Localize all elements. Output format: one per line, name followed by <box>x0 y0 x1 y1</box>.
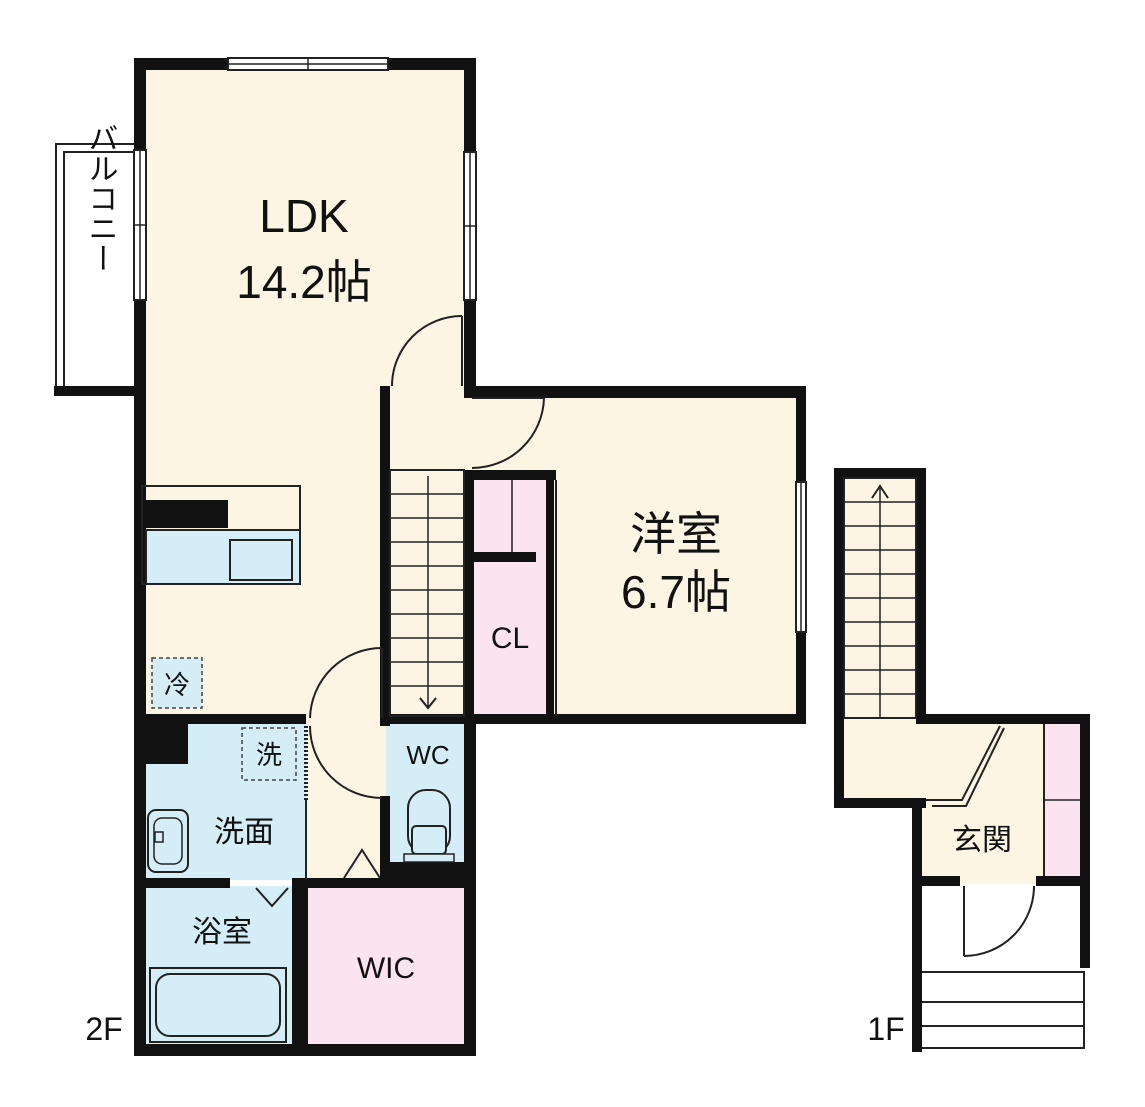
door-senmen <box>309 725 383 799</box>
yokushitsu-label: 浴室 <box>192 916 252 949</box>
stair-1f <box>843 477 917 719</box>
door-ldk-hall <box>391 315 463 387</box>
balcony-outline <box>55 143 134 386</box>
wic-label: WIC <box>357 952 415 985</box>
floor-1-label: 1F <box>867 1011 904 1047</box>
stair-2f <box>389 469 465 717</box>
youshitsu-name: 洋室 <box>630 508 722 560</box>
floor-2-label: 2F <box>85 1011 122 1047</box>
door-hall-ldk <box>309 647 383 719</box>
closet-label: CL <box>491 622 529 655</box>
stair-2f-floor <box>386 392 468 719</box>
door-wic <box>343 848 381 879</box>
genkan-label: 玄関 <box>952 824 1012 857</box>
ldk-name: LDK <box>259 190 349 242</box>
door-entrance <box>963 885 1035 957</box>
senmen-label: 洗面 <box>214 816 274 849</box>
floor-2-details <box>55 57 807 1043</box>
floor-2-walls <box>54 58 806 1056</box>
balcony-label: バルコニー <box>84 123 117 273</box>
ldk-size: 14.2帖 <box>236 256 372 308</box>
washer-space <box>241 727 297 781</box>
youshitsu-size: 6.7帖 <box>621 566 731 618</box>
fridge-label: 冷 <box>164 670 190 700</box>
entrance-steps <box>922 971 1085 1049</box>
wc-label: WC <box>406 740 449 770</box>
door-youshitsu <box>471 397 545 469</box>
hall-floor <box>306 719 386 884</box>
fridge-space <box>151 657 203 709</box>
wic-floor <box>308 886 468 1046</box>
labels: LDK 14.2帖 洋室 6.7帖 CL WC 洗面 浴室 WIC 冷 洗 バル… <box>84 123 1013 1047</box>
washer-label: 洗 <box>256 740 282 770</box>
toilet <box>403 789 455 863</box>
floor-1 <box>834 468 1090 1052</box>
wash-basin <box>147 809 189 873</box>
bathtub <box>149 967 287 1043</box>
kitchen-sink <box>229 539 293 581</box>
door-bath <box>255 887 289 908</box>
